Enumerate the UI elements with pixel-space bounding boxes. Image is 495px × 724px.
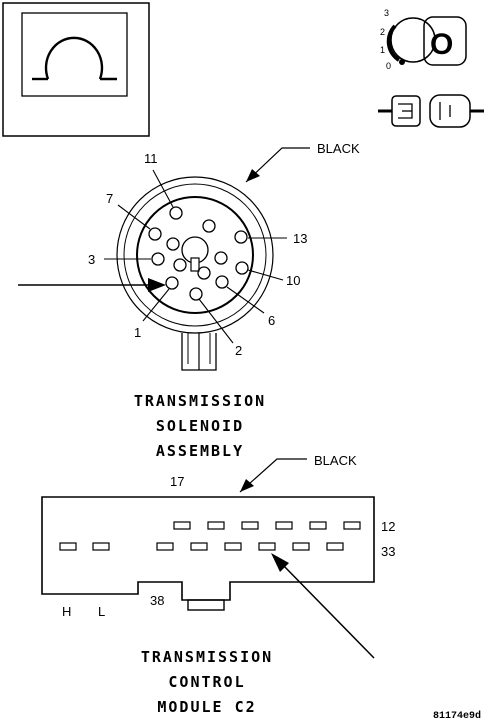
solenoid-title-line-3: ASSEMBLY xyxy=(156,442,244,460)
key-position-1: 1 xyxy=(380,45,385,55)
key-position-0: 0 xyxy=(386,61,391,71)
tcm-label-h: H xyxy=(62,604,71,619)
solenoid-title-line-2: SOLENOID xyxy=(156,417,244,435)
solenoid-title-line-1: TRANSMISSION xyxy=(134,392,266,410)
solenoid-color-label: BLACK xyxy=(317,141,360,156)
ohm-symbol-icon xyxy=(32,36,117,81)
tcm-lower-row xyxy=(59,542,344,551)
tcm-upper-row xyxy=(173,521,361,530)
ignition-key-switch: 3 2 1 0 O xyxy=(378,8,484,128)
key-letter: O xyxy=(430,28,453,61)
ohmmeter-frame xyxy=(2,2,150,137)
solenoid-pin-7: 7 xyxy=(106,191,113,206)
key-position-3: 3 xyxy=(384,8,389,18)
key-pointer-icon xyxy=(399,59,405,65)
key-head-icon xyxy=(423,16,467,66)
tcm-pin-33: 33 xyxy=(381,544,395,559)
solenoid-pin-1: 1 xyxy=(134,325,141,340)
solenoid-connector-outer xyxy=(116,176,274,334)
tcm-title-line-3: MODULE C2 xyxy=(157,698,256,716)
probe-arrow-right xyxy=(280,562,375,659)
solenoid-connector: BLACK xyxy=(18,141,360,460)
solenoid-pin-10: 10 xyxy=(286,273,300,288)
arrowhead-icon xyxy=(148,278,166,292)
tcm-pin-17: 17 xyxy=(170,474,184,489)
solenoid-connector-ring xyxy=(123,183,267,327)
tcm-title-line-2: CONTROL xyxy=(168,673,245,691)
arrowhead-icon xyxy=(271,553,289,572)
tcm-color-label: BLACK xyxy=(314,453,357,468)
tcm-connector-body xyxy=(41,496,375,601)
solenoid-pin-11: 11 xyxy=(144,151,158,166)
tcm-connector: BLACK 17 12 33 38 H xyxy=(41,453,395,716)
figure-code: 81174e9d xyxy=(433,710,481,722)
ohmmeter: Ω xyxy=(2,2,150,137)
ohmmeter-display xyxy=(21,12,128,97)
arrowhead-icon xyxy=(246,169,260,182)
pin-cavities xyxy=(148,206,249,301)
solenoid-connector-face xyxy=(136,196,254,314)
solenoid-pin-6: 6 xyxy=(268,313,275,328)
tcm-pin-38: 38 xyxy=(150,593,164,608)
tcm-title-line-1: TRANSMISSION xyxy=(141,648,273,666)
key-position-2: 2 xyxy=(380,27,385,37)
tcm-connector-latch xyxy=(187,599,225,611)
solenoid-pin-2: 2 xyxy=(235,343,242,358)
connector-plug-icon xyxy=(378,94,484,128)
arrowhead-icon xyxy=(240,479,254,492)
tcm-label-l: L xyxy=(98,604,105,619)
solenoid-pin-13: 13 xyxy=(293,231,307,246)
tcm-pin-12: 12 xyxy=(381,519,395,534)
solenoid-pin-3: 3 xyxy=(88,252,95,267)
key-cylinder-icon xyxy=(390,17,436,63)
